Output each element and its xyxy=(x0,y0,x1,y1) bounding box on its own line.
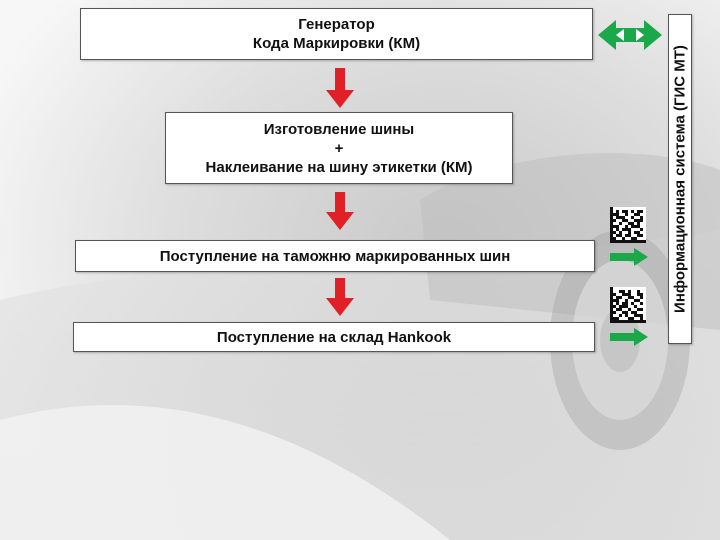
datamatrix-code-icon xyxy=(610,287,646,323)
manufacturing-label: Наклеивание на шину этикетки (КМ) xyxy=(205,158,473,176)
generator-title: Генератор xyxy=(298,16,375,33)
down-arrow-icon xyxy=(326,68,354,108)
datamatrix-code-icon xyxy=(610,207,646,243)
generator-subtitle: Кода Маркировки (КМ) xyxy=(252,35,421,52)
customs-label: Поступление на таможню маркированных шин xyxy=(159,247,511,265)
manufacturing-plus: + xyxy=(334,139,344,157)
manufacturing-title: Изготовление шины xyxy=(263,120,415,138)
manufacturing-box: Изготовление шины + Наклеивание на шину … xyxy=(165,112,513,184)
info-system-label: Информационная система (ГИС МТ) xyxy=(671,45,689,313)
info-system-box: Информационная система (ГИС МТ) xyxy=(668,14,692,344)
right-arrow-icon xyxy=(610,248,648,266)
warehouse-label: Поступление на склад Hankook xyxy=(216,328,452,346)
right-arrow-icon xyxy=(610,328,648,346)
warehouse-box: Поступление на склад Hankook xyxy=(73,322,595,352)
double-arrow-icon xyxy=(598,20,662,50)
generator-box: Генератор Кода Маркировки (КМ) xyxy=(80,8,593,60)
down-arrow-icon xyxy=(326,192,354,230)
down-arrow-icon xyxy=(326,278,354,316)
customs-box: Поступление на таможню маркированных шин xyxy=(75,240,595,272)
